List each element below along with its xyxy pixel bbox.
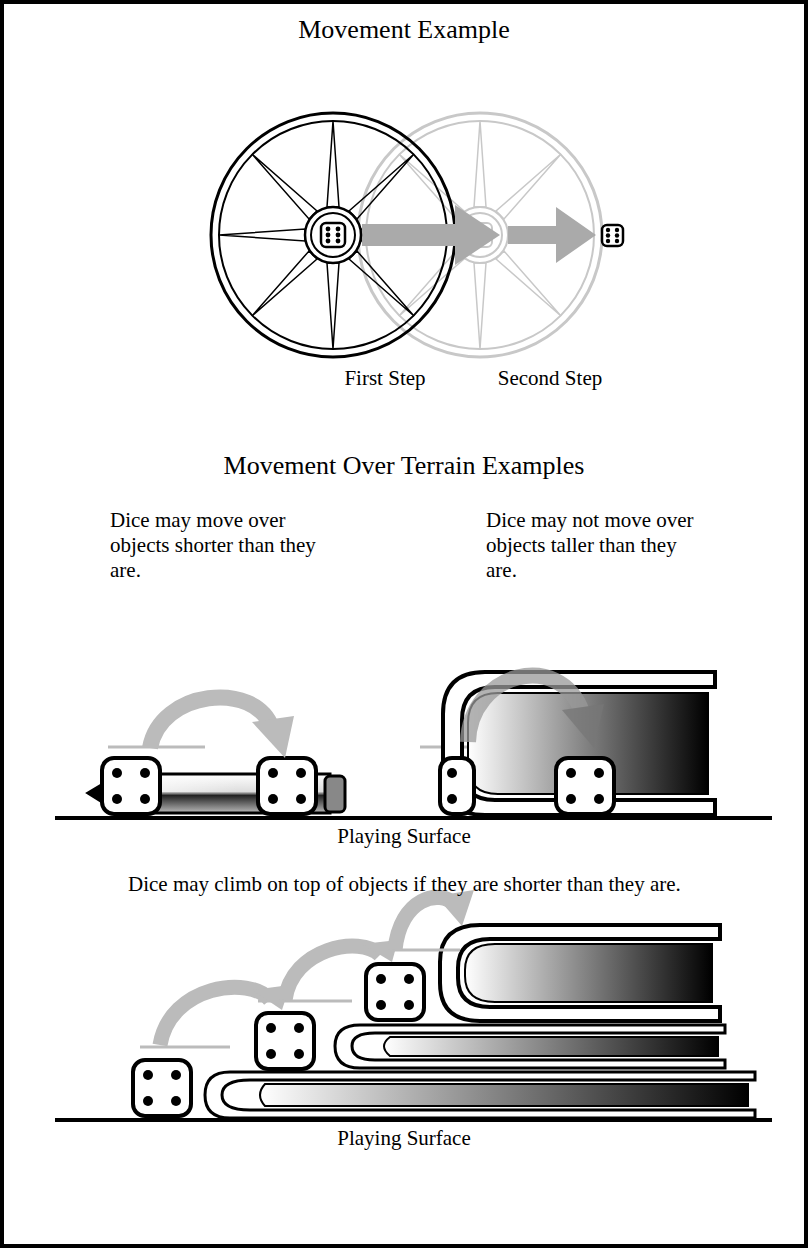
die bbox=[556, 758, 614, 814]
note: Dice may climb on top of objects if they… bbox=[128, 872, 708, 897]
die bbox=[366, 964, 424, 1020]
move-arrow bbox=[160, 890, 474, 1045]
playing-surface bbox=[55, 816, 772, 820]
die bbox=[440, 758, 474, 814]
surface-label: Playing Surface bbox=[254, 824, 554, 849]
surface-label: Playing Surface bbox=[254, 1126, 554, 1151]
book bbox=[335, 1025, 725, 1068]
step-label: First Step bbox=[320, 366, 450, 391]
book bbox=[443, 672, 715, 815]
move-arrow bbox=[468, 676, 604, 748]
title: Movement Example bbox=[204, 14, 604, 45]
move-arrow bbox=[150, 697, 294, 758]
note: Dice may not move over objects taller th… bbox=[486, 508, 701, 584]
note: Dice may move over objects shorter than … bbox=[110, 508, 325, 584]
book bbox=[440, 925, 720, 1021]
section-heading: Movement Over Terrain Examples bbox=[164, 450, 644, 481]
die bbox=[258, 758, 316, 814]
book bbox=[205, 1072, 755, 1118]
step-arrows bbox=[362, 205, 596, 265]
compass-hub bbox=[305, 207, 361, 263]
die bbox=[133, 1060, 191, 1116]
die bbox=[102, 758, 160, 814]
compass-ghost bbox=[358, 113, 602, 357]
playing-surface bbox=[55, 1118, 772, 1122]
die bbox=[256, 1013, 314, 1069]
step-label: Second Step bbox=[480, 366, 620, 391]
die-small bbox=[602, 225, 623, 246]
